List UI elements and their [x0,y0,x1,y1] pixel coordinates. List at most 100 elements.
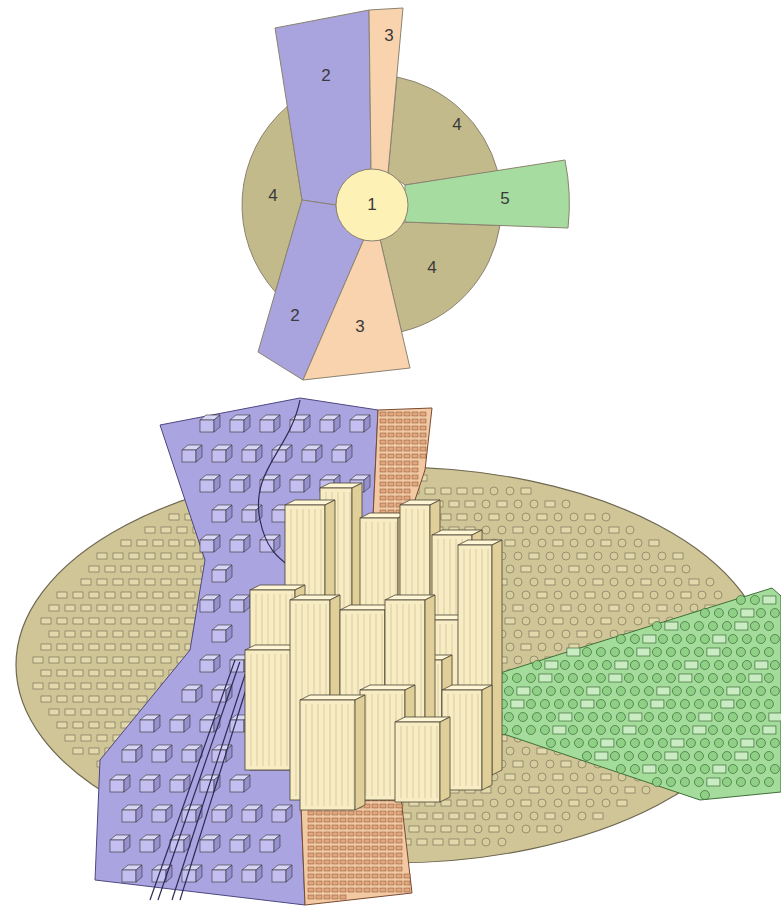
villa-symbol [623,726,636,734]
window-line [312,704,313,806]
row-house [420,412,426,416]
window-line [413,726,414,798]
house-symbol [569,800,579,806]
building-block [230,420,244,432]
row-house [348,853,354,857]
tree-symbol [616,687,625,696]
tree-symbol [506,513,514,521]
house-symbol [521,644,531,650]
tree-symbol [686,635,695,644]
house-symbol [577,553,587,559]
tree-symbol [596,674,605,683]
row-house [364,811,370,815]
house-symbol [89,696,99,702]
house-symbol [129,579,139,585]
window-line [287,654,288,766]
tree-symbol [700,765,709,774]
tree-symbol [506,643,514,651]
row-house [324,832,330,836]
tree-symbol [700,687,709,696]
house-symbol [473,488,483,494]
tree-symbol [514,630,522,638]
building-block [212,630,226,642]
tree-symbol [530,526,538,534]
row-house [340,818,346,822]
house-symbol [545,501,555,507]
sector-number: 3 [355,318,364,337]
high-income-houses [456,596,781,800]
building-block [320,420,334,432]
house-symbol [529,631,539,637]
tree-symbol [498,838,506,846]
row-house [396,818,402,822]
tree-symbol [562,812,570,820]
row-house [380,825,386,829]
row-house [324,860,330,864]
building-side [136,745,142,762]
tree-symbol [728,765,737,774]
house-symbol [81,605,91,611]
house-symbol [65,735,75,741]
row-house [340,832,346,836]
row-house [380,468,386,472]
window-line [401,726,402,798]
row-house [380,853,386,857]
row-house [364,874,370,878]
building-side [214,535,220,552]
house-symbol [89,670,99,676]
villa-symbol [643,635,656,643]
tree-symbol [530,604,538,612]
villa-symbol [685,661,698,669]
row-house [388,860,394,864]
shape-fill [405,160,569,228]
tree-symbol [570,773,578,781]
building-block [140,780,154,792]
tree-symbol [586,617,594,625]
villa-symbol [595,752,608,760]
house-symbol [49,709,59,715]
tree-symbol [714,591,722,599]
building-side [256,445,262,462]
house-symbol [441,514,451,520]
building-side [166,805,172,822]
house-symbol [41,696,51,702]
house-symbol [441,826,451,832]
house-symbol [121,696,131,702]
row-house [332,825,338,829]
row-house [396,881,402,885]
tree-symbol [672,765,681,774]
building-block [182,750,196,762]
tree-symbol [588,661,597,670]
row-house [388,846,394,850]
tree-symbol [630,635,639,644]
tree-symbol [686,713,695,722]
building-side [226,565,232,582]
tree-symbol [582,648,591,657]
tree-symbol [602,687,611,696]
building-side [154,715,160,732]
tree-symbol [652,778,661,787]
villa-symbol [651,700,664,708]
building-side [226,805,232,822]
villa-symbol [559,713,572,721]
house-symbol [161,631,171,637]
row-house [404,489,410,493]
house-symbol [137,696,147,702]
house-symbol [457,826,467,832]
row-house [420,426,426,430]
tree-symbol [644,739,653,748]
house-symbol [33,657,43,663]
villa-symbol [763,596,776,604]
tree-symbol [624,752,633,761]
house-symbol [65,631,75,637]
tree-symbol [546,713,555,722]
tree-symbol [522,539,530,547]
house-symbol [409,826,419,832]
row-house [380,846,386,850]
villa-symbol [581,700,594,708]
building-side [274,835,280,852]
house-symbol [665,566,675,572]
row-house [380,426,386,430]
row-house [380,447,386,451]
sector-number: 2 [290,307,299,326]
